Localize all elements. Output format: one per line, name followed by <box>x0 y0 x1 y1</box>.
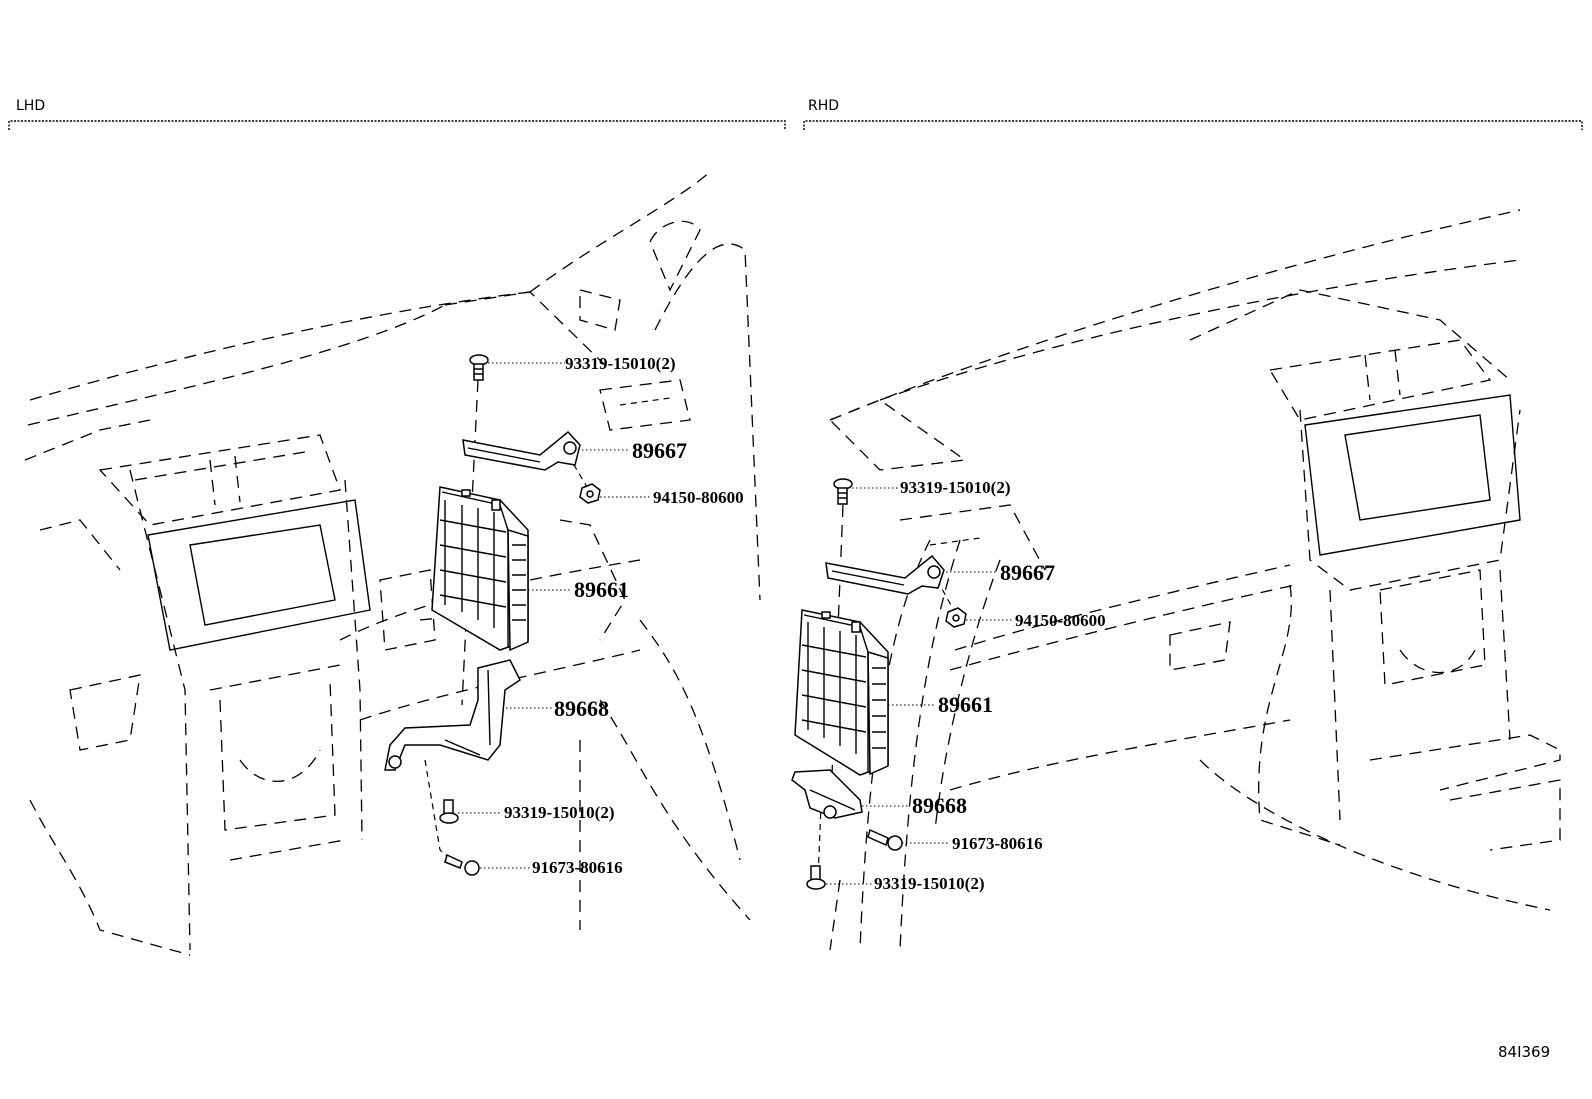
lhd-bolt-axis <box>424 759 461 869</box>
lhd-section-bracket <box>8 120 786 130</box>
lhd-screw-lower[interactable] <box>439 799 459 824</box>
rhd-bracket-upper[interactable] <box>825 554 945 595</box>
rhd-nut[interactable] <box>945 607 967 628</box>
lhd-ecu-module[interactable] <box>431 486 529 652</box>
lhd-section-title: LHD <box>16 98 45 114</box>
rhd-leaders <box>826 487 1012 885</box>
rhd-label-bracket-lower: 89668 <box>912 793 967 818</box>
rhd-ecu-module[interactable] <box>794 609 889 776</box>
lhd-label-screw-upper: 93319-15010(2) <box>565 354 675 373</box>
lhd-dashboard-outline <box>24 169 761 956</box>
lhd-screw-upper[interactable] <box>469 354 489 381</box>
rhd-label-bracket-upper: 89667 <box>1000 560 1055 585</box>
figure-reference: 84I369 <box>1498 1043 1550 1061</box>
rhd-screw-lower[interactable] <box>806 865 826 890</box>
lhd-label-bracket-upper: 89667 <box>632 438 687 463</box>
lhd-bolt[interactable] <box>444 853 480 876</box>
rhd-section-bracket <box>803 120 1583 130</box>
rhd-bracket-lower[interactable] <box>791 769 863 819</box>
rhd-label-bolt: 91673-80616 <box>952 834 1043 853</box>
rhd-label-screw-lower: 93319-15010(2) <box>874 874 984 893</box>
rhd-label-nut: 94150-80600 <box>1015 611 1106 630</box>
rhd-label-ecu: 89661 <box>938 692 993 717</box>
lhd-label-nut: 94150-80600 <box>653 488 744 507</box>
lhd-label-bracket-lower: 89668 <box>554 696 609 721</box>
lhd-nut[interactable] <box>579 483 601 504</box>
lhd-label-ecu: 89661 <box>574 577 629 602</box>
rhd-bolt[interactable] <box>867 828 903 851</box>
lhd-bracket-upper[interactable] <box>462 430 581 471</box>
lhd-leaders <box>458 362 650 869</box>
rhd-dashboard-outline <box>828 209 1561 951</box>
lhd-label-screw-lower: 93319-15010(2) <box>504 803 614 822</box>
rhd-section-title: RHD <box>808 98 839 114</box>
lhd-label-bolt: 91673-80616 <box>532 858 623 877</box>
rhd-label-screw-upper: 93319-15010(2) <box>900 478 1010 497</box>
rhd-screw-upper[interactable] <box>833 478 853 505</box>
lhd-bracket-lower[interactable] <box>384 659 521 771</box>
